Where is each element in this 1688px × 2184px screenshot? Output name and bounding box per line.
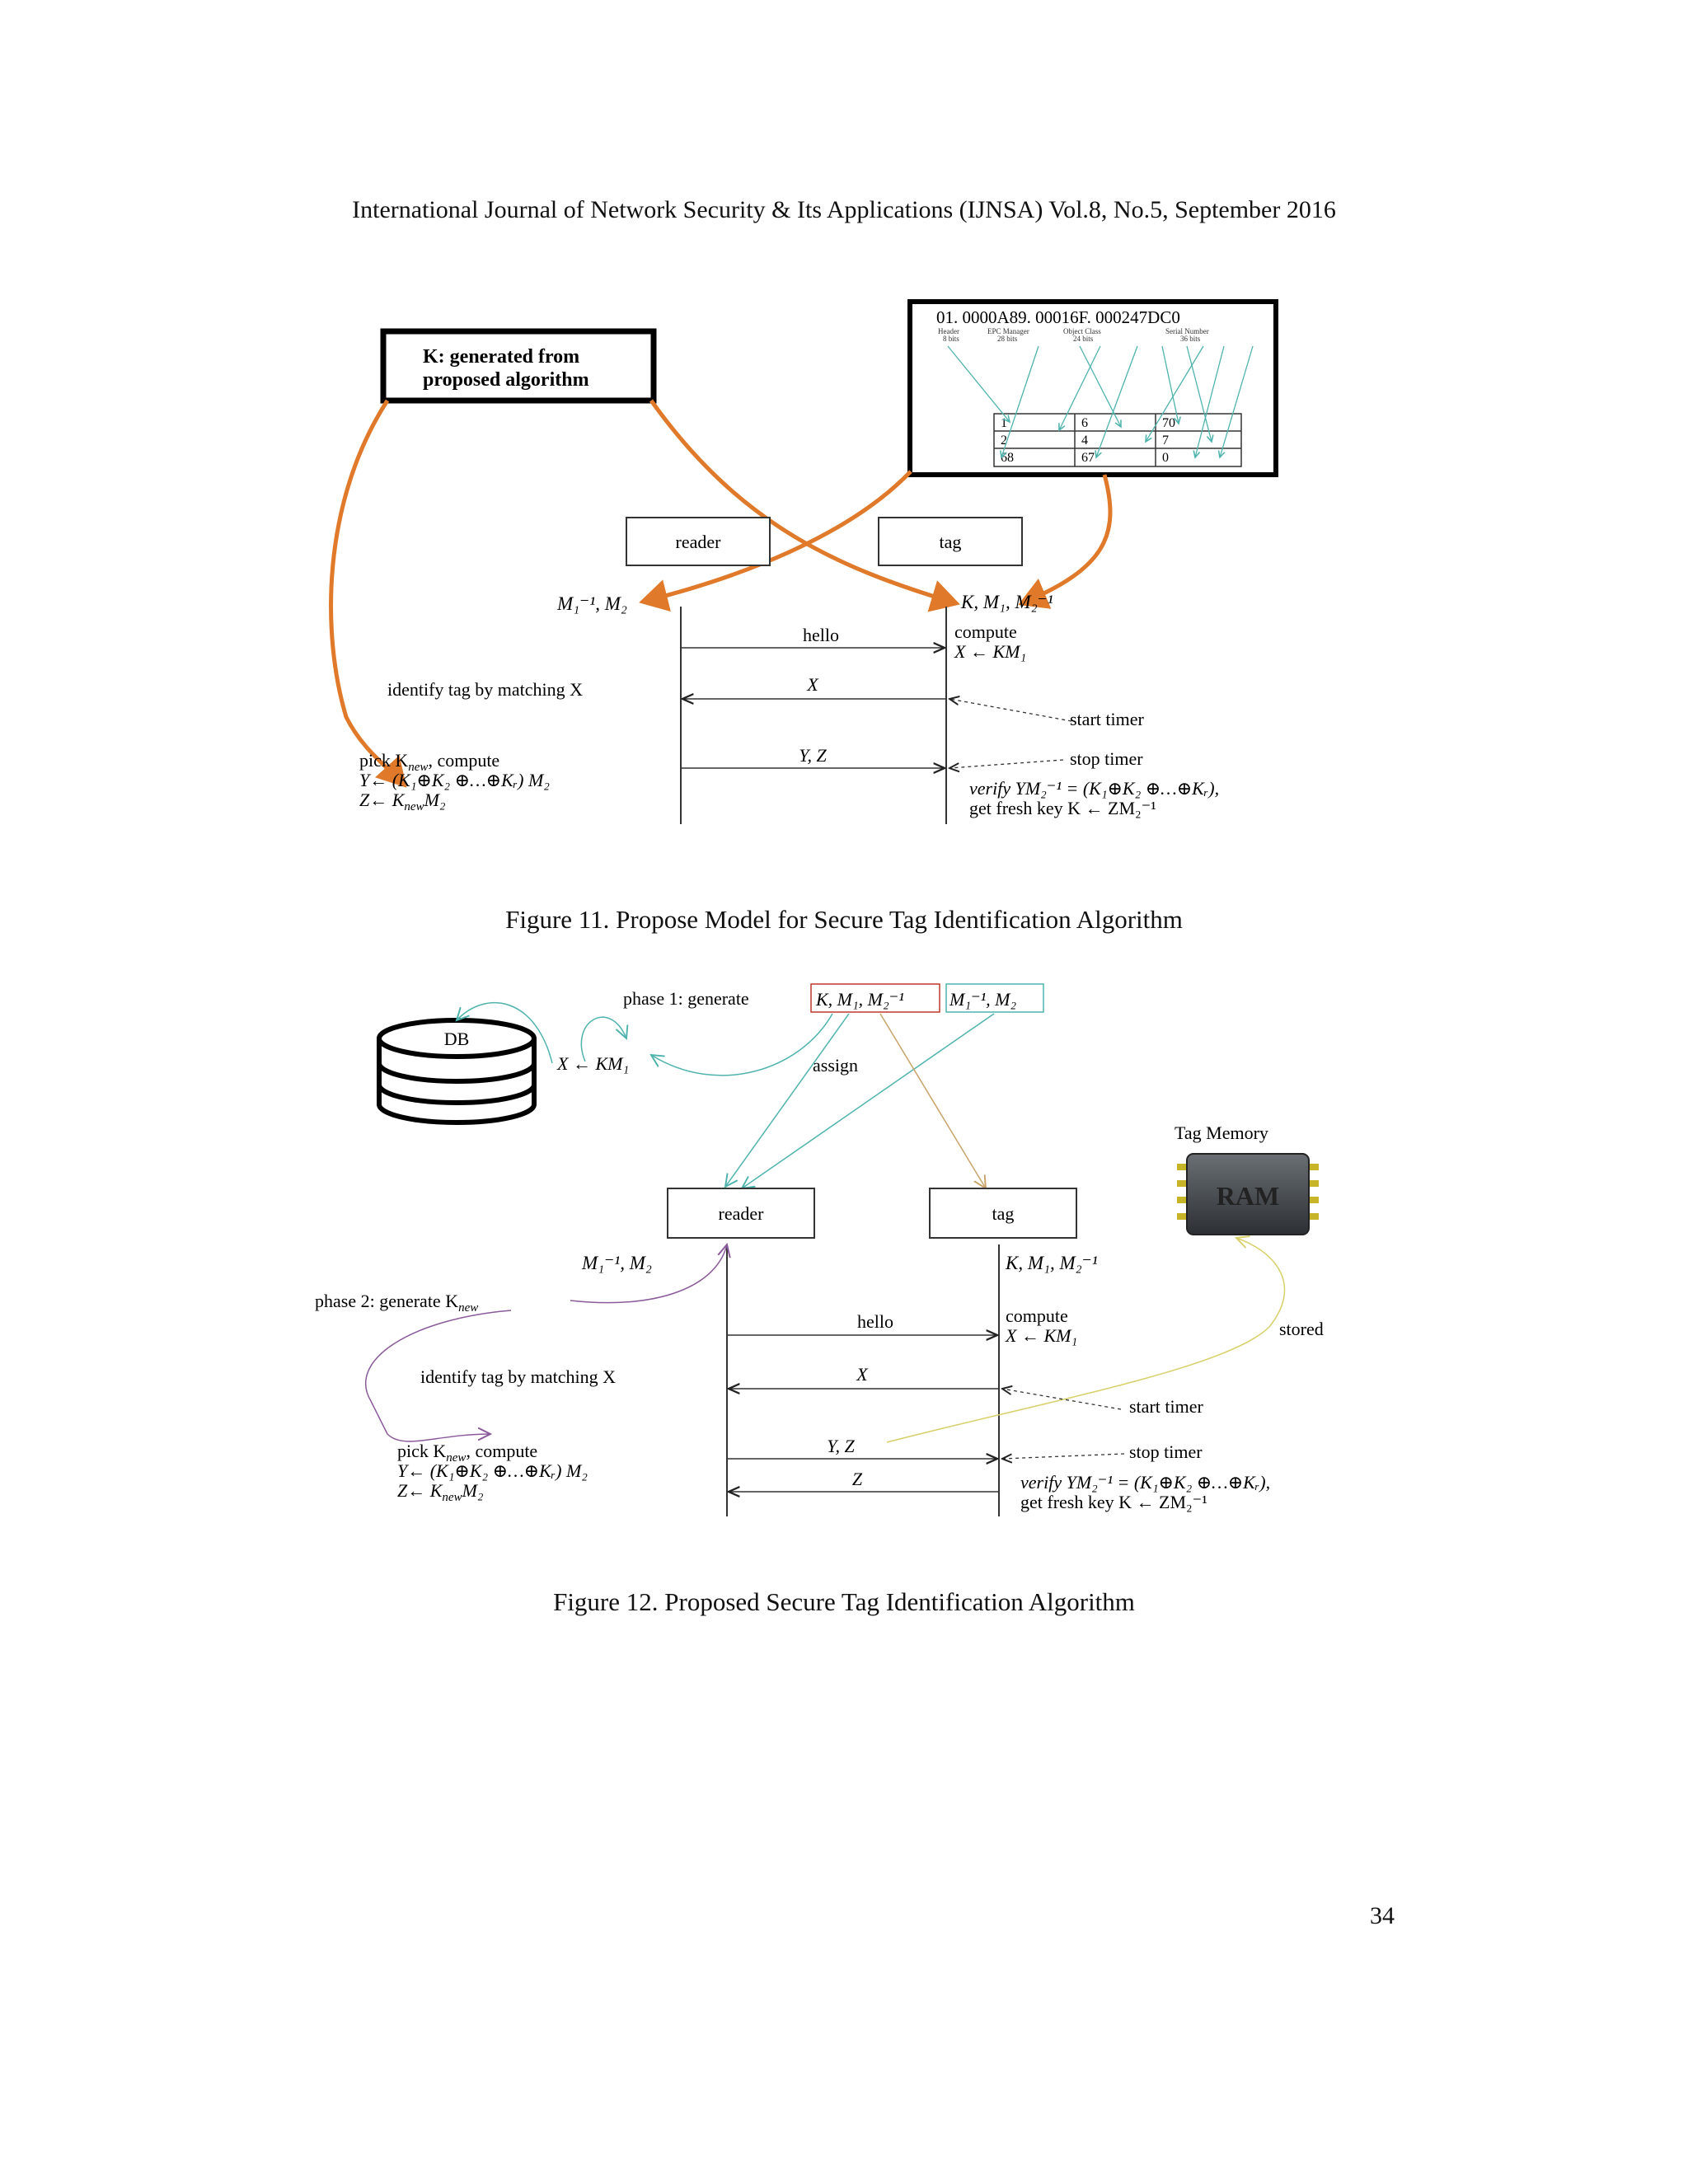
reader-box bbox=[626, 517, 771, 566]
hello-label: hello bbox=[857, 1311, 893, 1332]
matrix-cell: 67 bbox=[1081, 451, 1095, 465]
yz-label: Y, Z bbox=[799, 745, 827, 766]
x-label: X bbox=[806, 674, 819, 695]
epc-field-manager: EPC Manager bbox=[987, 327, 1029, 335]
start-timer-pointer bbox=[950, 699, 1072, 722]
epc-field-header: Header bbox=[938, 327, 959, 335]
reader-keys: M₁⁻¹, M₂ bbox=[581, 1253, 652, 1273]
page-number: 34 bbox=[1370, 1902, 1395, 1929]
database-icon bbox=[377, 1018, 537, 1125]
compute-eq: X ← KM₁ bbox=[1005, 1325, 1077, 1346]
phase1-reader-keys-box bbox=[945, 983, 1044, 1013]
key-source-box bbox=[380, 328, 657, 404]
phase1-reader-keys: M₁⁻¹, M₂ bbox=[949, 989, 1017, 1010]
phase2-arrows bbox=[365, 1244, 727, 1442]
matrix-cell: 7 bbox=[1162, 434, 1169, 448]
phase1-tag-keys-box bbox=[810, 983, 940, 1013]
fresh-key-label: get fresh key K ← ZM₂⁻¹ bbox=[969, 798, 1156, 818]
pick-label: pick Knew, compute bbox=[359, 750, 499, 774]
figure-11-diagram: K: generated from proposed algorithm 01.… bbox=[329, 299, 1278, 824]
key-box-line2: proposed algorithm bbox=[423, 369, 589, 391]
tag-box bbox=[929, 1188, 1077, 1239]
epc-field-serial-bits: 36 bits bbox=[1180, 335, 1201, 343]
matrix-cell: 1 bbox=[1001, 416, 1007, 430]
matrix-cell: 2 bbox=[1001, 434, 1007, 448]
reader-label: reader bbox=[719, 1203, 765, 1224]
tag-keys: K, M₁, M₂⁻¹ bbox=[1005, 1253, 1098, 1273]
tag-keys: K, M₁, M₂⁻¹ bbox=[960, 592, 1053, 612]
start-timer-label: start timer bbox=[1070, 709, 1144, 729]
running-header: International Journal of Network Securit… bbox=[352, 196, 1336, 223]
y-equation: Y← (K₁⊕K₂ ⊕…⊕Kᵣ) M₂ bbox=[359, 770, 550, 790]
key-matrix-values: 1 6 70 2 4 7 68 67 0 bbox=[1001, 416, 1175, 465]
db-label: DB bbox=[444, 1029, 470, 1049]
figure-11-caption: Figure 11. Propose Model for Secure Tag … bbox=[505, 905, 1183, 934]
stored-label: stored bbox=[1279, 1319, 1324, 1339]
orange-key-arrows bbox=[329, 399, 1113, 788]
identify-label: identify tag by matching X bbox=[387, 679, 583, 700]
reader-keys: M₁⁻¹, M₂ bbox=[556, 593, 627, 614]
identify-label: identify tag by matching X bbox=[420, 1366, 616, 1387]
epc-code: 01. 0000A89. 00016F. 000247DC0 bbox=[936, 307, 1180, 327]
assign-arrow-to-tag bbox=[879, 1013, 986, 1188]
start-timer-label: start timer bbox=[1129, 1396, 1203, 1417]
tag-label: tag bbox=[992, 1203, 1015, 1224]
z-equation: Z← KnewM₂ bbox=[359, 790, 446, 813]
compute-label: compute bbox=[954, 621, 1017, 642]
stop-timer-label: stop timer bbox=[1129, 1441, 1203, 1462]
phase2-label: phase 2: generate Knew bbox=[315, 1291, 478, 1315]
x-label: X bbox=[856, 1364, 869, 1385]
phase1-label: phase 1: generate bbox=[623, 988, 749, 1009]
verify-label: verify YM₂⁻¹ = (K₁⊕K₂ ⊕…⊕Kᵣ), bbox=[969, 778, 1219, 799]
stop-timer-pointer bbox=[1002, 1453, 1125, 1459]
figure-12-caption: Figure 12. Proposed Secure Tag Identific… bbox=[553, 1587, 1135, 1616]
matrix-cell: 70 bbox=[1162, 416, 1175, 430]
tag-memory-label: Tag Memory bbox=[1175, 1122, 1268, 1143]
epc-field-manager-bits: 28 bits bbox=[997, 335, 1018, 343]
epc-box bbox=[907, 299, 1278, 477]
y-equation: Y← (K₁⊕K₂ ⊕…⊕Kᵣ) M₂ bbox=[397, 1460, 588, 1481]
stored-arrow bbox=[886, 1238, 1286, 1443]
fresh-key-label: get fresh key K ← ZM₂⁻¹ bbox=[1020, 1492, 1207, 1512]
stop-timer-label: stop timer bbox=[1070, 748, 1143, 769]
reader-box bbox=[667, 1188, 815, 1239]
epc-field-header-bits: 8 bits bbox=[943, 335, 959, 343]
assign-label: assign bbox=[813, 1055, 858, 1076]
reader-label: reader bbox=[676, 532, 722, 552]
epc-mapping-arrows bbox=[947, 345, 1254, 457]
compute-label: compute bbox=[1006, 1305, 1068, 1326]
phase1-tag-keys: K, M₁, M₂⁻¹ bbox=[815, 989, 904, 1010]
ram-label: RAM bbox=[1217, 1181, 1279, 1211]
z-equation: Z← KnewM₂ bbox=[397, 1480, 484, 1504]
compute-eq: X ← KM₁ bbox=[954, 641, 1026, 662]
verify-label: verify YM₂⁻¹ = (K₁⊕K₂ ⊕…⊕Kᵣ), bbox=[1020, 1472, 1270, 1493]
z-label: Z bbox=[852, 1469, 863, 1489]
key-box-line1: K: generated from bbox=[423, 346, 579, 368]
matrix-cell: 0 bbox=[1162, 451, 1169, 465]
ram-chip-icon: RAM bbox=[1177, 1153, 1319, 1235]
matrix-cell: 6 bbox=[1081, 416, 1088, 430]
yz-label: Y, Z bbox=[827, 1436, 855, 1456]
matrix-cell: 4 bbox=[1081, 434, 1088, 448]
stop-timer-pointer bbox=[950, 759, 1064, 768]
figure-12-diagram: phase 1: generate K, M₁, M₂⁻¹ M₁⁻¹, M₂ D… bbox=[315, 983, 1324, 1516]
epc-field-class: Object Class bbox=[1063, 327, 1101, 335]
hello-label: hello bbox=[803, 625, 839, 645]
key-matrix bbox=[993, 413, 1242, 467]
tag-label: tag bbox=[940, 532, 962, 552]
db-equation: X ← KM₁ bbox=[556, 1053, 629, 1074]
epc-field-serial: Serial Number bbox=[1165, 327, 1209, 335]
tag-box bbox=[878, 517, 1023, 566]
pick-label: pick Knew, compute bbox=[397, 1441, 537, 1465]
phase1-teal-arrows bbox=[457, 1001, 995, 1188]
epc-field-class-bits: 24 bits bbox=[1073, 335, 1094, 343]
epc-field-labels: Header 8 bits EPC Manager 28 bits Object… bbox=[938, 327, 1209, 343]
start-timer-pointer bbox=[1002, 1389, 1122, 1410]
